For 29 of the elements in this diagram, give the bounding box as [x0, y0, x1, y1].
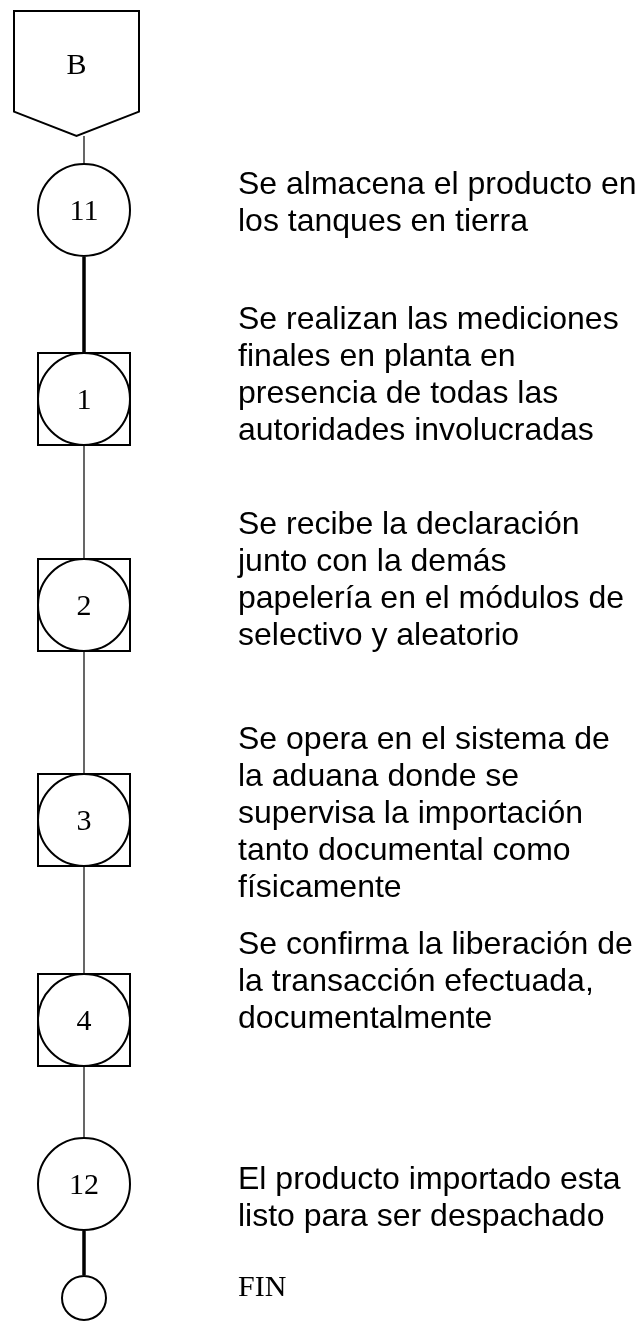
combined-operation-inspection-symbol [37, 773, 131, 867]
combined-operation-inspection-symbol [37, 558, 131, 652]
step-number: 12 [69, 1169, 99, 1199]
step-description: Se recibe la declaración junto con la demás papelería en el módulos de selectivo y aleatorio [238, 505, 626, 653]
step-description: Se opera en el sistema de la aduana donde se supervisa la importación tanto documental como físicamente [238, 720, 611, 905]
combined-operation-inspection-symbol [37, 352, 131, 446]
step-number: 2 [76, 590, 92, 620]
step-number: 11 [69, 195, 99, 225]
step-number: 4 [76, 1005, 92, 1035]
connector-line [83, 866, 85, 974]
operation-circle [37, 163, 131, 257]
end-circle [61, 1275, 107, 1321]
step-number: 1 [76, 384, 92, 414]
step-description: Se almacena el producto en los tanques en tierra [238, 165, 637, 239]
combined-operation-inspection-symbol [37, 973, 131, 1067]
off-page-connector [13, 10, 140, 137]
connector-line [83, 135, 85, 164]
connector-line [83, 1066, 85, 1138]
connector-line [82, 1231, 86, 1275]
connector-line [82, 257, 86, 352]
end-label: FIN [238, 1268, 288, 1304]
step-description: El producto importado esta listo para ser despachado [238, 1160, 622, 1234]
step-description: Se realizan las mediciones finales en planta en presencia de todas las autoridades involucradas [238, 300, 620, 448]
connector-line [83, 445, 85, 559]
connector-letter: B [66, 48, 87, 79]
operation-circle [37, 1137, 131, 1231]
step-description: Se confirma la liberación de la transacción efectuada, documentalmente [238, 925, 634, 1036]
step-number: 3 [76, 805, 92, 835]
connector-line [83, 651, 85, 774]
